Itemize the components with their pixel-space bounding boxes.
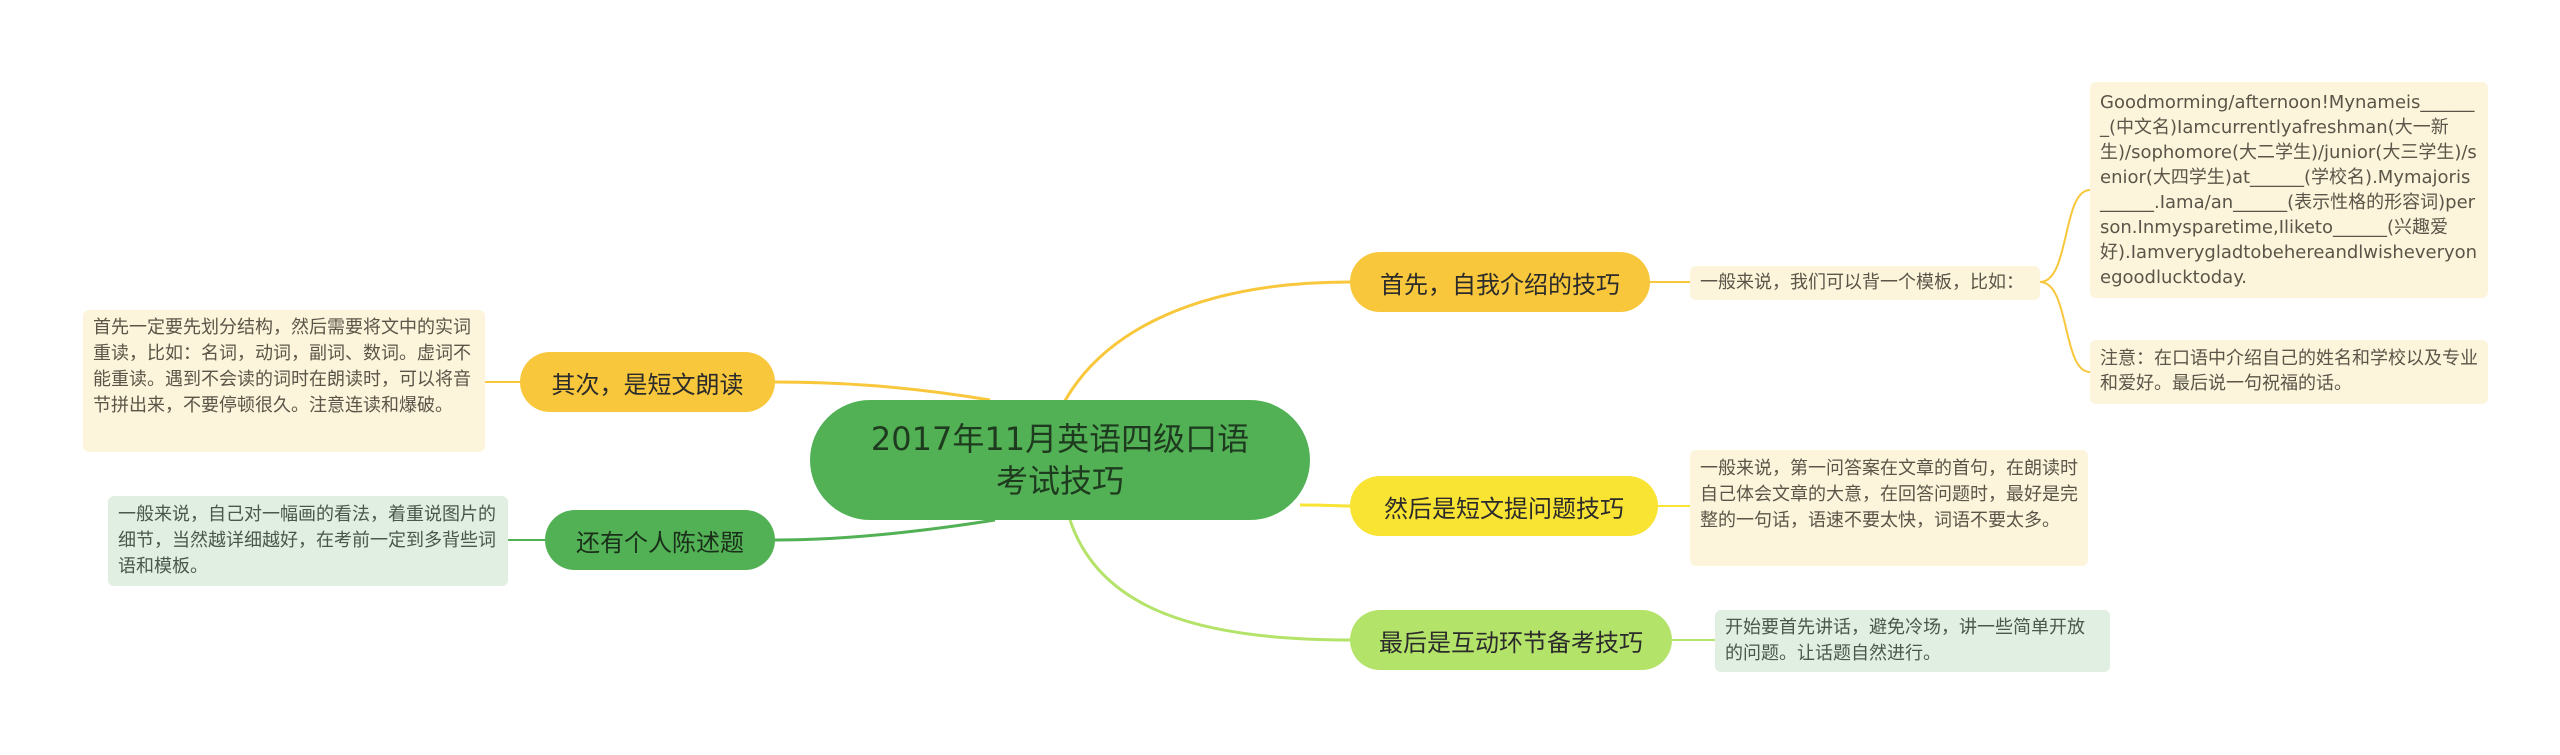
branch-self-intro[interactable]: 首先，自我介绍的技巧 — [1350, 252, 1650, 312]
root-title-line1: 2017年11月英语四级口语 — [870, 420, 1250, 458]
link-root-short-qa — [1299, 503, 1351, 508]
root-title-line2: 考试技巧 — [995, 462, 1124, 500]
link-root-reading — [774, 380, 991, 402]
link-root-self-intro — [1058, 280, 1351, 411]
link-root-interaction — [1068, 519, 1351, 642]
note-self-intro-lead: 一般来说，我们可以背一个模板，比如： — [1690, 266, 2040, 300]
branch-picture[interactable]: 还有个人陈述题 — [545, 510, 775, 570]
note-reading: 首先一定要先划分结构，然后需要将文中的实词重读，比如：名词，动词，副词、数词。虚… — [83, 310, 485, 452]
link-root-picture — [774, 518, 996, 542]
note-short-qa: 一般来说，第一问答案在文章的首句，在朗读时自己体会文章的大意，在回答问题时，最好… — [1690, 450, 2088, 566]
note-self-intro-template: Goodmorming/afternoon!Mynameis_______(中文… — [2090, 82, 2488, 298]
branch-reading[interactable]: 其次，是短文朗读 — [520, 352, 775, 412]
root-topic[interactable]: 2017年11月英语四级口语 考试技巧 — [810, 400, 1310, 520]
note-self-intro-tip: 注意：在口语中介绍自己的姓名和学校以及专业和爱好。最后说一句祝福的话。 — [2090, 340, 2488, 404]
note-picture: 一般来说，自己对一幅画的看法，着重说图片的细节，当然越详细越好，在考前一定到多背… — [108, 496, 508, 586]
branch-short-qa[interactable]: 然后是短文提问题技巧 — [1350, 476, 1658, 536]
note-interaction: 开始要首先讲话，避免冷场，讲一些简单开放的问题。让话题自然进行。 — [1715, 610, 2110, 672]
link-lead-template — [2039, 189, 2091, 283]
link-lead-tip — [2039, 281, 2091, 373]
branch-interaction[interactable]: 最后是互动环节备考技巧 — [1350, 610, 1672, 670]
